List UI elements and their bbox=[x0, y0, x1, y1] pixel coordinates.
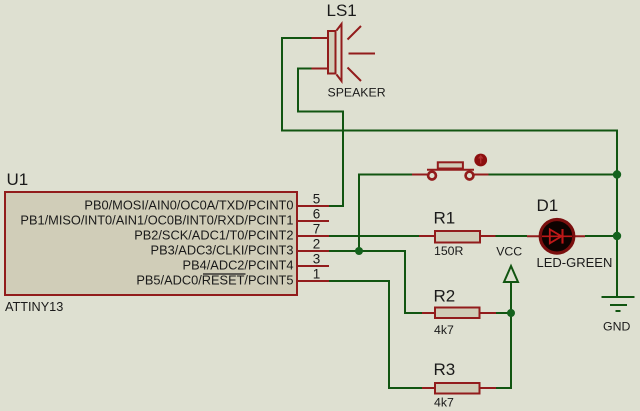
svg-text:150R: 150R bbox=[434, 244, 464, 258]
svg-text:2: 2 bbox=[313, 237, 321, 252]
svg-text:3: 3 bbox=[313, 252, 321, 267]
svg-text:VCC: VCC bbox=[496, 244, 522, 258]
svg-text:6: 6 bbox=[313, 207, 321, 222]
svg-text:7: 7 bbox=[313, 222, 321, 237]
svg-text:SPEAKER: SPEAKER bbox=[328, 85, 386, 99]
svg-text:R3: R3 bbox=[434, 360, 456, 379]
svg-text:GND: GND bbox=[603, 320, 630, 334]
svg-text:PB4/ADC2/PCINT4: PB4/ADC2/PCINT4 bbox=[183, 258, 294, 273]
svg-text:U1: U1 bbox=[7, 170, 29, 189]
svg-text:LED-GREEN: LED-GREEN bbox=[537, 255, 613, 270]
svg-text:4k7: 4k7 bbox=[434, 395, 454, 409]
svg-text:D1: D1 bbox=[537, 196, 559, 215]
svg-text:5: 5 bbox=[313, 192, 321, 207]
svg-text:PB0/MOSI/AIN0/OC0A/TXD/PCINT0: PB0/MOSI/AIN0/OC0A/TXD/PCINT0 bbox=[84, 198, 293, 213]
svg-text:R1: R1 bbox=[434, 209, 456, 228]
svg-text:PB2/SCK/ADC1/T0/PCINT2: PB2/SCK/ADC1/T0/PCINT2 bbox=[134, 228, 293, 243]
svg-text:PB1/MISO/INT0/AIN1/OC0B/INT0/R: PB1/MISO/INT0/AIN1/OC0B/INT0/RXD/PCINT1 bbox=[20, 213, 293, 228]
svg-text:R2: R2 bbox=[434, 287, 456, 306]
svg-text:LS1: LS1 bbox=[327, 1, 357, 20]
svg-text:PB3/ADC3/CLKI/PCINT3: PB3/ADC3/CLKI/PCINT3 bbox=[151, 243, 294, 258]
svg-text:ATTINY13: ATTINY13 bbox=[5, 300, 63, 314]
svg-text:PB5/ADC0/RESET/PCINT5: PB5/ADC0/RESET/PCINT5 bbox=[136, 273, 293, 288]
svg-text:4k7: 4k7 bbox=[434, 323, 454, 337]
svg-text:1: 1 bbox=[313, 267, 321, 282]
